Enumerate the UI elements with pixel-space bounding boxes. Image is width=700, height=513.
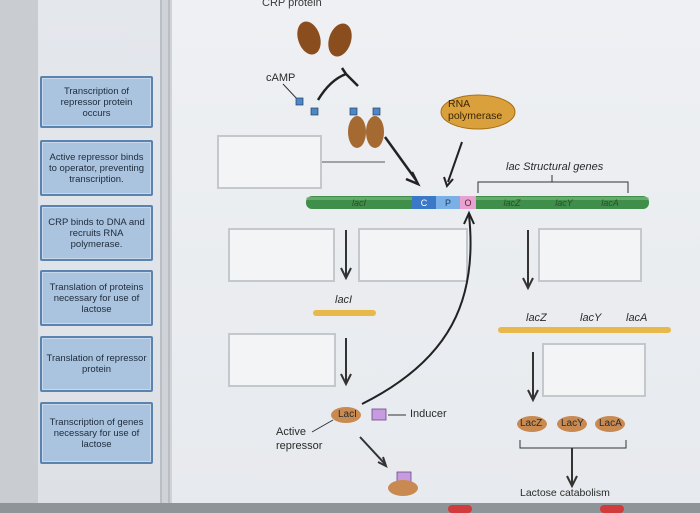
inactive-repressor (388, 480, 418, 496)
crp-protein-left (297, 21, 321, 55)
lac-structural-genes-label: lac Structural genes (506, 161, 604, 173)
camp-label: cAMP (266, 72, 296, 84)
complex-camp-2 (372, 107, 381, 116)
drop-target-4[interactable] (538, 228, 642, 282)
camp-molecule-1 (295, 97, 304, 106)
structural-genes-bracket (477, 181, 629, 193)
arrow-structural-transcription-head (522, 277, 534, 291)
arrow-polymerase-to-promoter (447, 141, 463, 183)
structural-mrna (498, 327, 671, 333)
inducer-molecule (371, 408, 387, 421)
bottom-bar-dot (448, 505, 472, 513)
laca-mrna-label: lacA (626, 312, 648, 324)
lacy-protein (557, 416, 587, 432)
dna-highlight (306, 197, 649, 200)
card-transcription-repressor[interactable]: Transcription of repressor protein occur… (40, 76, 153, 128)
drop-target-5[interactable] (228, 333, 336, 387)
panel-divider (168, 0, 170, 505)
dna-segment-o: O (464, 197, 472, 208)
crp-protein-right (328, 23, 352, 57)
drop-target-3[interactable] (358, 228, 468, 282)
rna-polymerase (440, 94, 516, 130)
arrow-laci-translation-head (340, 373, 352, 387)
arrow-polymerase-head (443, 176, 454, 188)
laci-mrna (313, 310, 376, 316)
drop-target-2[interactable] (228, 228, 335, 282)
lactose-catabolism-label: Lactose catabolism (520, 487, 610, 499)
active-repressor-label: Active repressor (276, 426, 323, 452)
rna-polymerase-label: RNA polymerase (448, 98, 503, 122)
binding-arrowhead (340, 67, 359, 87)
bottom-bar (0, 503, 700, 513)
arrow-repressor-inactivation (359, 436, 386, 465)
camp-molecule-2 (310, 107, 319, 116)
lacz-protein-label: LacZ (520, 418, 543, 429)
lacz-protein (517, 416, 547, 432)
laci-protein (331, 407, 361, 423)
complex-camp-1 (349, 107, 358, 116)
outer-left-strip (0, 0, 38, 513)
laca-protein (595, 416, 625, 432)
arrow-laci-transcription-head (340, 267, 352, 281)
repressor-to-operator-curve (361, 214, 472, 405)
dna-segment-c: C (420, 197, 428, 208)
lacy-mrna-label: lacY (580, 312, 602, 324)
laca-protein-label: LacA (599, 418, 622, 429)
crp-complex-left (348, 116, 366, 148)
promoter-p-region (436, 196, 460, 209)
arrow-crp-head (405, 171, 421, 187)
inducer-label: Inducer (410, 408, 447, 420)
lacy-protein-label: LacY (561, 418, 584, 429)
arrow-proteins-to-catabolism-head (566, 475, 578, 489)
arrow-crp-to-promoter (383, 136, 418, 181)
dna-segment-p: P (444, 197, 451, 208)
binding-curved-arrow (316, 72, 347, 101)
card-translation-lactose-proteins[interactable]: Translation of proteins necessary for us… (40, 270, 153, 326)
crp-protein-label: CRP protein (262, 0, 322, 9)
bottom-bar-dot (600, 505, 624, 513)
drop-target-6[interactable] (542, 343, 646, 397)
dna-segment-lacz: lacZ (503, 197, 521, 208)
active-repressor-pointer (311, 419, 334, 433)
laci-protein-label: LacI (338, 409, 357, 420)
drop-target-1[interactable] (217, 135, 322, 189)
lacz-mrna-label: lacZ (526, 312, 547, 324)
arrow-repressor-inactivation-head (377, 456, 388, 468)
dna-segment-laca: lacA (601, 197, 619, 208)
card-translation-repressor[interactable]: Translation of repressor protein (40, 336, 153, 392)
card-active-repressor-binds[interactable]: Active repressor binds to operator, prev… (40, 140, 153, 196)
operator-region (460, 196, 476, 209)
crp-complex-right (366, 116, 384, 148)
laci-mrna-label: lacI (335, 294, 353, 306)
promoter-c-region (412, 196, 436, 209)
repressor-curve-head (463, 210, 475, 225)
card-crp-binds-dna[interactable]: CRP binds to DNA and recruits RNA polyme… (40, 205, 153, 261)
dna-segment-lacy: lacY (555, 197, 573, 208)
card-transcription-lactose-genes[interactable]: Transcription of genes necessary for use… (40, 402, 153, 464)
arrow-structural-translation-head (527, 389, 539, 403)
proteins-bracket (519, 440, 627, 449)
camp-pointer (282, 83, 299, 101)
dna-segment-laci: lacI (351, 197, 366, 208)
